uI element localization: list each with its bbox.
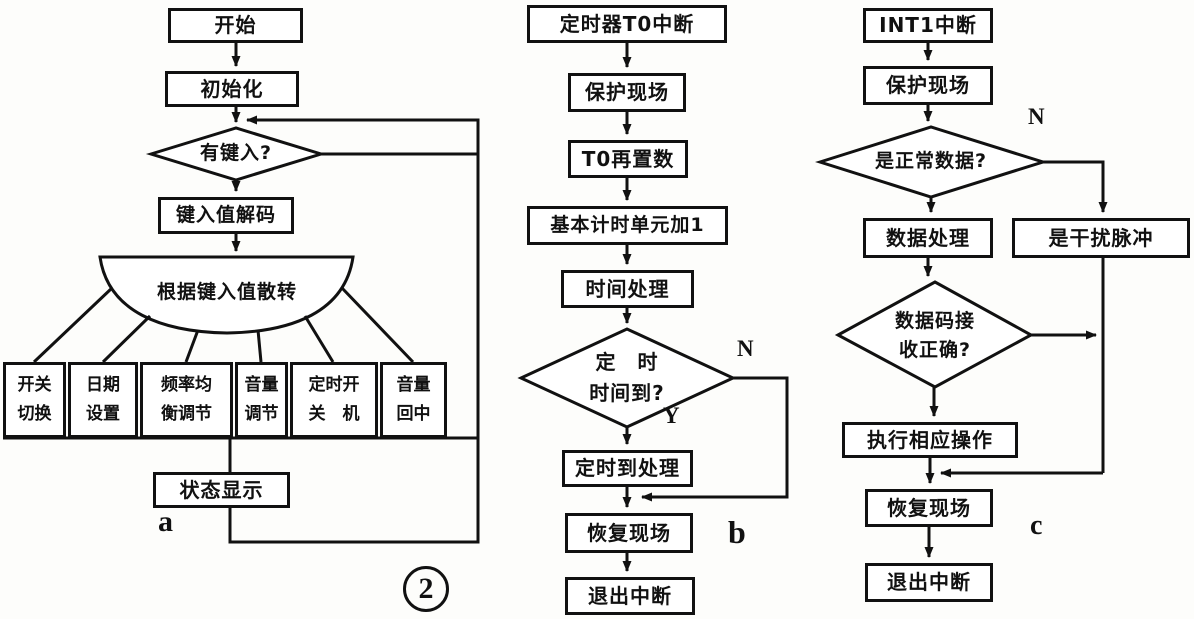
decode-box: 键入值解码 [158,197,294,234]
chart-b-label: b [728,514,746,550]
normal-data-decision-label: 是正常数据? [874,150,988,173]
chart-a-label: a [158,505,173,538]
b-exit-interrupt-box: 退出中断 [565,577,695,615]
chart-c-label: c [1030,510,1043,541]
c-branch-n-label: N [1028,104,1045,129]
figure-number-badge: 2 [403,566,449,612]
branch-box-date: 日期 设置 [68,362,138,438]
noise-pulse-box: 是干扰脉冲 [1012,218,1190,258]
branch-box-equalizer: 频率均 衡调节 [140,362,233,438]
start-box: 开始 [168,8,303,43]
b-save-context-box: 保护现场 [568,73,686,112]
c-exit-interrupt-box: 退出中断 [865,563,993,602]
status-display-box: 状态显示 [153,472,290,508]
branch-box-volume: 音量 调节 [235,362,288,438]
execute-operation-box: 执行相应操作 [842,422,1018,458]
timer0-interrupt-box: 定时器T0中断 [527,5,727,43]
b-branch-n-label: N [737,336,754,361]
b-branch-y-label: Y [663,403,680,428]
timer-decision-label: 定 时 时间到? [589,350,665,405]
branch-box-switch: 开关 切换 [3,362,66,438]
code-received-decision-label: 数据码接 收正确? [894,309,975,361]
b-restore-context-box: 恢复现场 [565,513,693,553]
c-restore-context-box: 恢复现场 [865,489,993,527]
timeout-processing-box: 定时到处理 [562,450,693,487]
dispatch-fan-label: 根据键入值散转 [156,281,297,304]
time-processing-box: 时间处理 [561,270,694,308]
branch-box-timer-power: 定时开 关 机 [290,362,378,438]
t0-reload-box: T0再置数 [568,140,688,178]
timing-unit-inc-box: 基本计时单元加1 [527,206,728,245]
int1-interrupt-box: INT1中断 [863,8,993,43]
key-input-decision-label: 有键入? [199,142,273,165]
init-box: 初始化 [165,71,299,107]
branch-box-volume-center: 音量 回中 [380,362,447,438]
c-save-context-box: 保护现场 [863,66,993,105]
data-processing-box: 数据处理 [863,218,993,258]
